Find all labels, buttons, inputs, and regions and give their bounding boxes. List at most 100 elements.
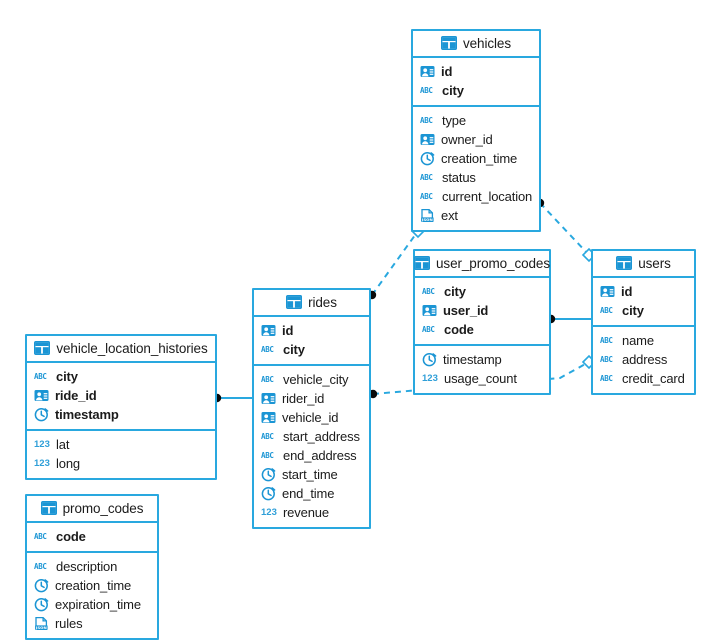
abc-string-icon: ABC <box>420 173 433 182</box>
abc-string-icon: ABC <box>420 86 433 95</box>
column-name: usage_count <box>444 371 517 386</box>
edge-vlh-rides[interactable] <box>212 393 252 403</box>
column-row[interactable]: timestamp <box>27 405 215 424</box>
column-row[interactable]: user_id <box>415 301 549 320</box>
column-name: city <box>56 369 78 384</box>
column-name: timestamp <box>55 407 119 422</box>
column-row[interactable]: JSON ext <box>413 206 539 225</box>
column-row[interactable]: ABC city <box>27 367 215 386</box>
column-name: address <box>622 352 668 367</box>
column-name: owner_id <box>441 132 493 147</box>
table-title: rides <box>308 295 337 310</box>
key-id-icon <box>420 132 435 147</box>
abc-string-icon: ABC <box>422 325 435 334</box>
table-header-promo_codes[interactable]: promo_codes <box>27 496 157 523</box>
abc-string-icon: ABC <box>34 372 47 381</box>
column-row[interactable]: expiration_time <box>27 595 157 614</box>
column-name: rules <box>55 616 83 631</box>
clock-icon <box>422 352 437 367</box>
column-name: ext <box>441 208 458 223</box>
table-icon <box>441 36 457 51</box>
table-header-users[interactable]: users <box>593 251 694 278</box>
table-header-vehicles[interactable]: vehicles <box>413 31 539 58</box>
column-row[interactable]: ride_id <box>27 386 215 405</box>
column-name: vehicle_city <box>283 372 349 387</box>
number-icon: 123 <box>261 507 277 518</box>
column-row[interactable]: vehicle_id <box>254 408 369 427</box>
column-row[interactable]: start_time <box>254 465 369 484</box>
table-header-vehicle_location_histories[interactable]: vehicle_location_histories <box>27 336 215 363</box>
key-id-icon <box>600 284 615 299</box>
column-row[interactable]: JSON rules <box>27 614 157 633</box>
column-row[interactable]: end_time <box>254 484 369 503</box>
number-icon: 123 <box>34 439 50 450</box>
table-header-user_promo_codes[interactable]: user_promo_codes <box>414 251 550 278</box>
clock-icon <box>34 578 49 593</box>
table-icon <box>34 341 51 356</box>
column-row[interactable]: rider_id <box>254 389 369 408</box>
column-row[interactable]: creation_time <box>27 576 157 595</box>
table-title: promo_codes <box>62 501 144 516</box>
abc-string-icon: ABC <box>422 287 435 296</box>
table-icon <box>414 256 431 271</box>
column-row[interactable]: id <box>413 62 539 81</box>
abc-string-icon: ABC <box>261 432 274 441</box>
column-name: start_time <box>282 467 338 482</box>
column-name: end_address <box>283 448 357 463</box>
clock-icon <box>34 597 49 612</box>
json-icon: JSON <box>34 616 49 631</box>
column-name: credit_card <box>622 371 685 386</box>
clock-icon <box>420 151 435 166</box>
column-row[interactable]: creation_time <box>413 149 539 168</box>
edge-upc-users[interactable] <box>546 314 591 324</box>
column-name: long <box>56 456 80 471</box>
json-icon: JSON <box>420 208 435 223</box>
column-row[interactable]: 123 long <box>27 454 215 473</box>
column-row[interactable]: timestamp <box>415 350 549 369</box>
column-name: city <box>283 342 305 357</box>
svg-text:JSON: JSON <box>421 217 433 222</box>
column-row[interactable]: ABC city <box>254 340 369 359</box>
number-icon: 123 <box>34 458 50 469</box>
column-row[interactable]: id <box>593 282 694 301</box>
table-header-rides[interactable]: rides <box>254 290 369 317</box>
column-row[interactable]: owner_id <box>413 130 539 149</box>
column-row[interactable]: id <box>254 321 369 340</box>
table-title: vehicle_location_histories <box>56 341 208 356</box>
clock-icon <box>261 486 276 501</box>
abc-string-icon: ABC <box>261 345 274 354</box>
abc-string-icon: ABC <box>34 562 47 571</box>
column-name: end_time <box>282 486 335 501</box>
